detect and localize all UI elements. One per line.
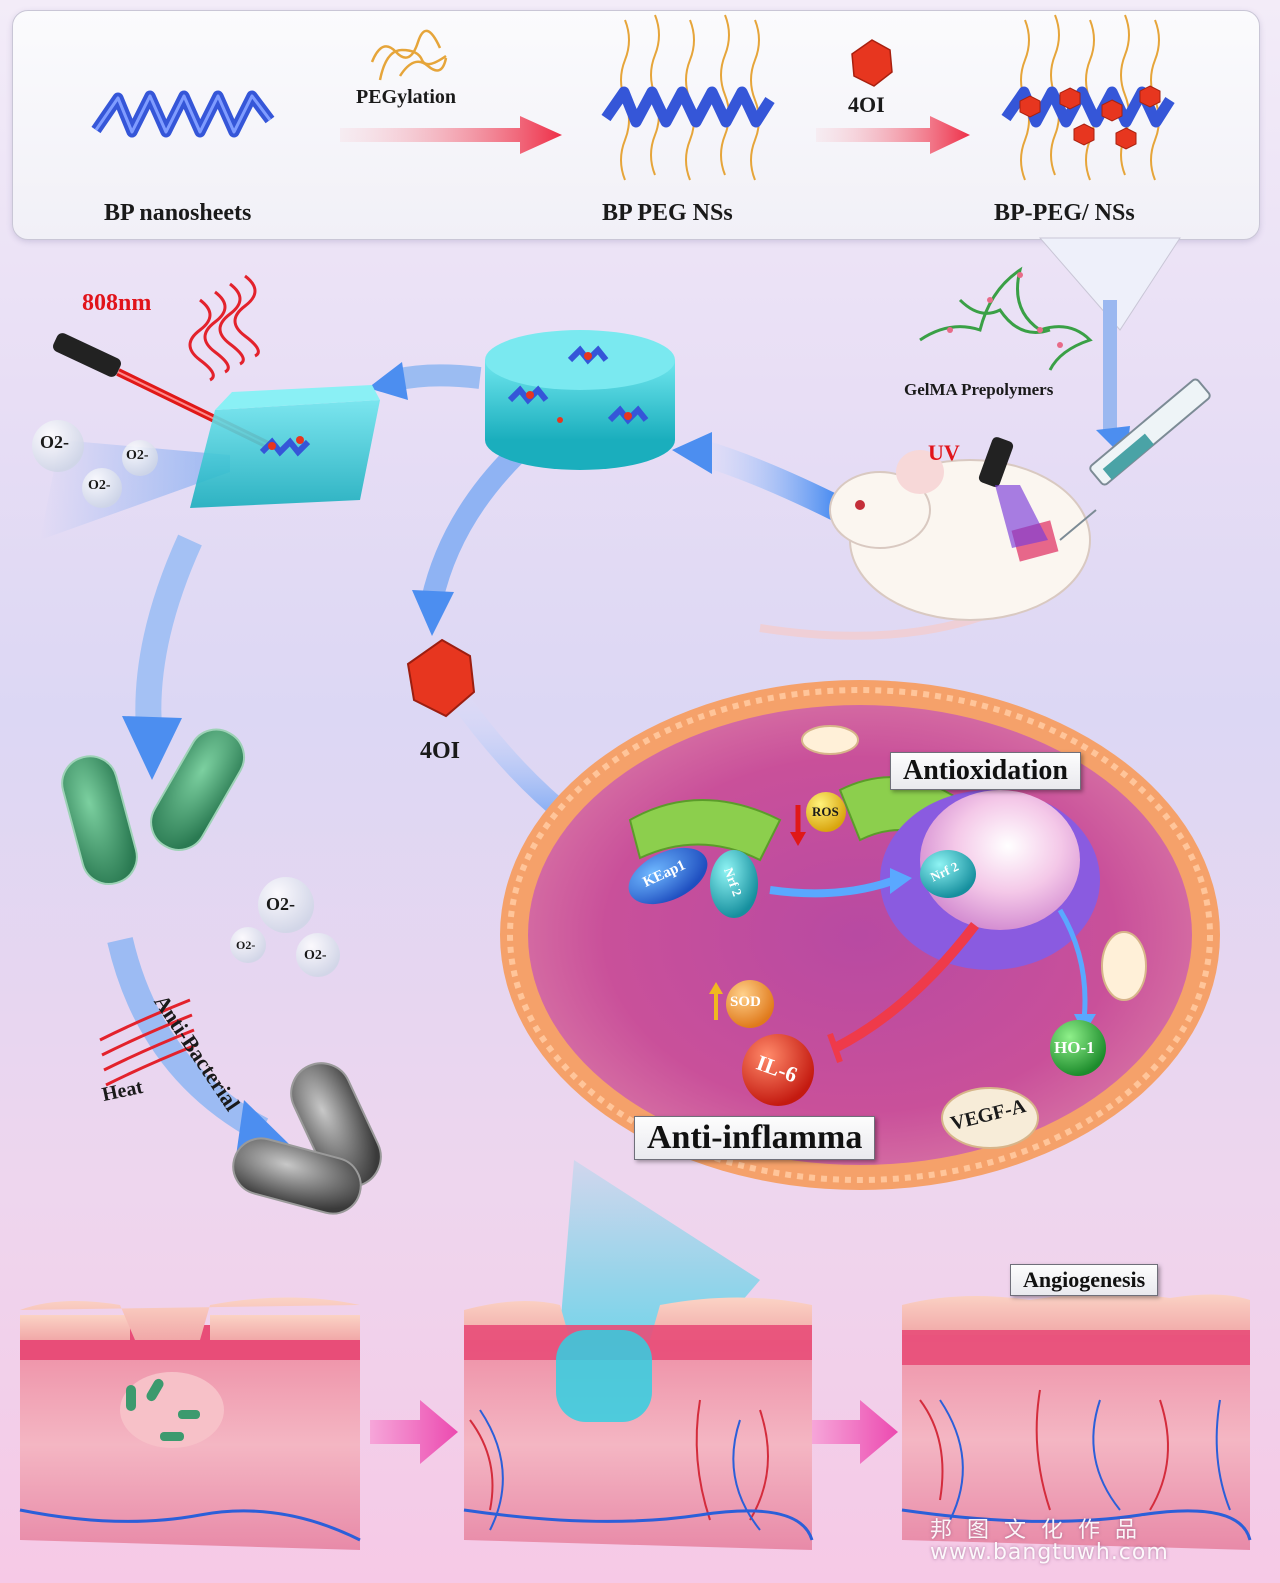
watermark-url: www.bangtuwh.com	[930, 1540, 1169, 1565]
superoxide-label-4: O2-	[266, 894, 295, 914]
sod-molecule-icon	[726, 980, 774, 1028]
stage-arrow-2-icon	[812, 1400, 898, 1464]
uv-lamp-icon	[978, 437, 1048, 548]
nrf2-cyto-molecule-icon	[710, 850, 758, 918]
peg-chain-icon	[370, 29, 448, 81]
pegylation-arrow-icon	[340, 116, 562, 154]
stage-arrow-1-icon	[370, 1400, 458, 1464]
ho1-molecule-icon	[1050, 1020, 1106, 1076]
irradiated-hydrogel-icon	[190, 385, 380, 508]
cell-icon	[500, 680, 1220, 1190]
laser-wavelength-label: 808nm	[82, 290, 152, 316]
pegylation-label: PEGylation	[356, 86, 457, 108]
4oi-top-label: 4OI	[848, 92, 885, 117]
antioxidation-label: Antioxidation	[890, 752, 1081, 790]
superoxide-label-1: O2-	[40, 432, 69, 452]
laser-waves-icon	[188, 274, 260, 382]
superoxide-label-2: O2-	[88, 478, 111, 493]
hydrogel-disc-icon	[485, 330, 675, 470]
bp-peg-4oi-icon	[1001, 14, 1175, 181]
ros-label: ROS	[812, 804, 839, 819]
anti-inflamma-label: Anti-inflamma	[634, 1116, 876, 1160]
add-4oi-arrow-icon	[816, 116, 970, 154]
ros-molecule-icon	[806, 792, 846, 832]
superoxide-label-6: O2-	[304, 948, 327, 963]
bp-nanosheet-icon	[91, 90, 275, 138]
superoxide-label-3: O2-	[126, 448, 149, 463]
treated-skin-icon	[463, 1297, 814, 1550]
bp-peg-label: BP PEG NSs	[602, 200, 733, 226]
sod-label: SOD	[730, 994, 761, 1010]
il6-molecule-icon	[742, 1034, 814, 1106]
healed-skin-icon	[901, 1293, 1252, 1550]
bp-peg-icon	[601, 14, 775, 181]
bp-peg-4oi-label: BP-PEG/ NSs	[994, 200, 1135, 226]
uv-label: UV	[928, 440, 960, 465]
flow-arrows	[107, 300, 1130, 1156]
angiogenesis-label: Angiogenesis	[1010, 1264, 1159, 1296]
watermark-cn: 邦 图 文 化 作 品	[930, 1518, 1141, 1543]
live-bacteria-icon	[61, 728, 245, 885]
gelma-polymer-icon	[919, 266, 1093, 371]
nrf2-nuc-molecule-icon	[920, 850, 976, 898]
4oi-crystal-icon	[851, 39, 893, 87]
dead-bacteria-icon	[232, 1062, 382, 1215]
heat-waves-icon	[99, 998, 197, 1087]
mouse-icon	[759, 450, 1091, 640]
ho1-label: HO-1	[1054, 1038, 1095, 1057]
keap1-molecule-icon	[628, 847, 708, 905]
bp-nanosheets-label: BP nanosheets	[104, 200, 252, 226]
superoxide-bubble-icon	[32, 420, 158, 508]
4oi-label: 4OI	[420, 738, 461, 764]
4oi-large-crystal-icon	[406, 638, 476, 718]
superoxide-cluster-icon	[230, 877, 340, 977]
wound-skin-icon	[19, 1297, 361, 1550]
superoxide-label-5: O2-	[236, 938, 256, 952]
gelma-label: GelMA Prepolymers	[904, 380, 1054, 399]
syringe-icon	[1059, 378, 1211, 541]
